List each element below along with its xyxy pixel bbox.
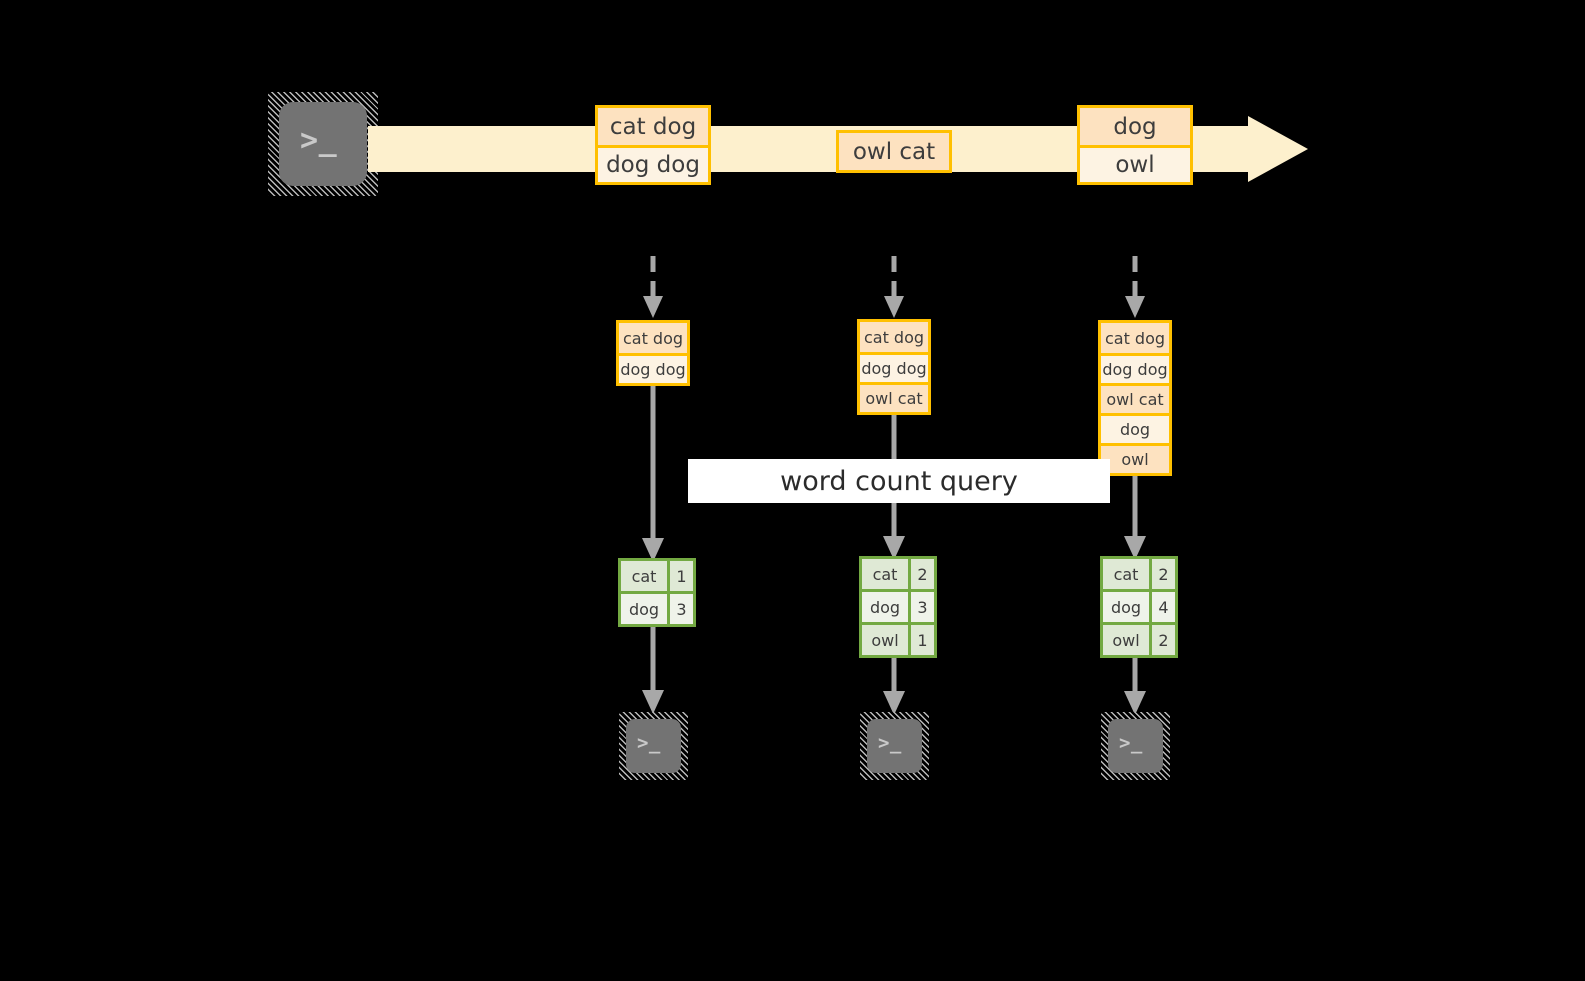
sink-terminal-icon-2: >_ [860, 712, 929, 780]
table-row: owl 2 [1103, 622, 1175, 655]
table-cell-count: 1 [667, 561, 693, 591]
stream-message-line: dog [1113, 113, 1157, 140]
table-cell-word: cat [1103, 559, 1149, 589]
stream-message-2: owl cat [836, 130, 952, 173]
terminal-prompt-glyph: >_ [637, 732, 661, 754]
terminal-prompt-glyph: >_ [1119, 732, 1143, 754]
stream-message-3: dog owl [1077, 105, 1193, 185]
sink-terminal-icon-1: >_ [619, 712, 688, 780]
table-row: dog 3 [862, 589, 934, 622]
accumulated-stack-1: cat dog dog dog [616, 320, 690, 386]
table-cell-word: cat [862, 559, 908, 589]
table-cell-word: dog [621, 594, 667, 624]
stack-to-table-arrow-1 [642, 382, 664, 562]
table-row: cat 2 [1103, 559, 1175, 589]
dashed-drop-arrow-2 [884, 256, 904, 318]
stream-message-1: cat dog dog dog [595, 105, 711, 185]
table-cell-word: cat [621, 561, 667, 591]
table-cell-count: 3 [908, 592, 934, 622]
result-table-1: cat 1 dog 3 [618, 558, 696, 627]
result-table-2: cat 2 dog 3 owl 1 [859, 556, 937, 658]
terminal-face [1108, 719, 1163, 773]
stack-row: dog [1101, 413, 1169, 443]
dashed-drop-arrow-1 [643, 256, 663, 318]
stack-row: dog dog [860, 352, 928, 382]
terminal-face [279, 102, 367, 186]
sink-terminal-icon-3: >_ [1101, 712, 1170, 780]
terminal-face [626, 719, 681, 773]
accumulated-stack-3: cat dog dog dog owl cat dog owl [1098, 320, 1172, 476]
stream-message-line: cat dog [609, 113, 697, 140]
table-cell-word: dog [862, 592, 908, 622]
table-cell-count: 2 [908, 559, 934, 589]
terminal-prompt-glyph: >_ [300, 123, 338, 158]
stack-row: dog dog [619, 353, 687, 383]
table-row: cat 1 [621, 561, 693, 591]
stack-row: dog dog [1101, 353, 1169, 383]
stream-message-line: dog dog [598, 145, 708, 182]
table-cell-count: 2 [1149, 559, 1175, 589]
table-to-sink-arrow-3 [1124, 651, 1146, 715]
stack-row: owl cat [860, 382, 928, 412]
table-cell-count: 4 [1149, 592, 1175, 622]
table-cell-word: owl [1103, 625, 1149, 655]
accumulated-stack-2: cat dog dog dog owl cat [857, 319, 931, 415]
table-cell-count: 1 [908, 625, 934, 655]
table-cell-count: 3 [667, 594, 693, 624]
stream-message-line: owl [1080, 145, 1190, 182]
table-cell-count: 2 [1149, 625, 1175, 655]
query-label: word count query [688, 459, 1110, 503]
stack-row: cat dog [863, 327, 925, 347]
stack-row: owl cat [1101, 383, 1169, 413]
table-cell-word: owl [862, 625, 908, 655]
stack-row: cat dog [622, 328, 684, 348]
table-row: dog 4 [1103, 589, 1175, 622]
table-cell-word: dog [1103, 592, 1149, 622]
table-row: owl 1 [862, 622, 934, 655]
source-terminal-icon: >_ [268, 92, 378, 196]
dashed-drop-arrow-3 [1125, 256, 1145, 318]
table-to-sink-arrow-1 [642, 622, 664, 714]
stack-to-table-arrow-3 [1124, 474, 1146, 560]
terminal-face [867, 719, 922, 773]
table-row: dog 3 [621, 591, 693, 624]
stack-row: cat dog [1104, 328, 1166, 348]
table-row: cat 2 [862, 559, 934, 589]
result-table-3: cat 2 dog 4 owl 2 [1100, 556, 1178, 658]
stack-row: owl [1101, 443, 1169, 473]
stream-message-line: owl cat [852, 138, 936, 165]
table-to-sink-arrow-2 [883, 651, 905, 715]
terminal-prompt-glyph: >_ [878, 732, 902, 754]
